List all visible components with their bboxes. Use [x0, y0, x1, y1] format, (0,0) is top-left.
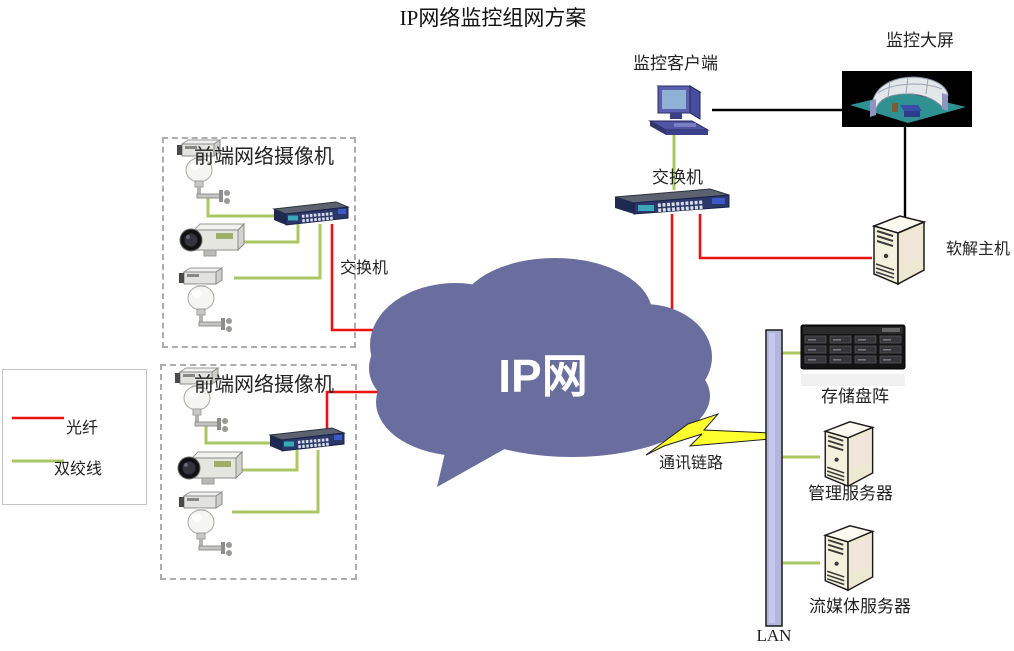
camera-group-box-top: [162, 137, 356, 348]
fiber-wires: [325, 214, 872, 432]
legend-fiber-label: 光纤: [66, 420, 99, 437]
legend: [2, 369, 147, 505]
black-wires: [712, 108, 907, 224]
label-comm-link: 通讯链路: [659, 455, 724, 472]
desktop-computer-icon: [648, 85, 710, 135]
legend-twisted-label: 双绞线: [54, 461, 103, 478]
ptz-camera-icon: [175, 367, 228, 432]
core-switch-icon: [614, 188, 730, 215]
label-monitor-client: 监控客户端: [633, 54, 718, 73]
tower-server-icon: [823, 525, 875, 592]
ptz-camera-icon: [177, 139, 230, 204]
label-big-screen: 监控大屏: [886, 31, 954, 50]
label-storage-array: 存储盘阵: [821, 387, 889, 406]
label-core-switch: 交换机: [652, 168, 703, 187]
camera-group-box-bottom: [160, 364, 357, 580]
ptz-camera-icon: [179, 491, 232, 556]
label-lan: LAN: [756, 626, 792, 645]
lan-backbone-bar: [765, 329, 783, 627]
twisted-pair-wires: [204, 128, 820, 565]
ptz-camera-icon: [179, 267, 232, 332]
box-camera-icon: [177, 450, 244, 485]
legend-swatches: [12, 416, 64, 463]
label-front-cameras-bottom: 前端网络摄像机: [194, 374, 334, 396]
label-access-switch: 交换机: [340, 260, 389, 277]
tower-server-icon: [823, 421, 875, 488]
rack-storage-icon: [800, 324, 906, 370]
tower-server-icon: [871, 215, 927, 286]
storage-reflection: [801, 374, 905, 386]
label-management-server: 管理服务器: [808, 484, 893, 503]
video-wall-icon: [842, 71, 972, 127]
label-front-cameras-top: 前端网络摄像机: [194, 146, 334, 168]
ip-cloud: [369, 258, 712, 487]
cloud-label: IP网: [498, 350, 588, 402]
page-title: IP网络监控组网方案: [399, 6, 587, 30]
access-switch-icon: [268, 427, 346, 452]
label-soft-decode-host: 软解主机: [946, 241, 1011, 258]
access-switch-icon: [272, 201, 350, 226]
box-camera-icon: [179, 222, 246, 257]
label-streaming-server: 流媒体服务器: [809, 597, 911, 616]
